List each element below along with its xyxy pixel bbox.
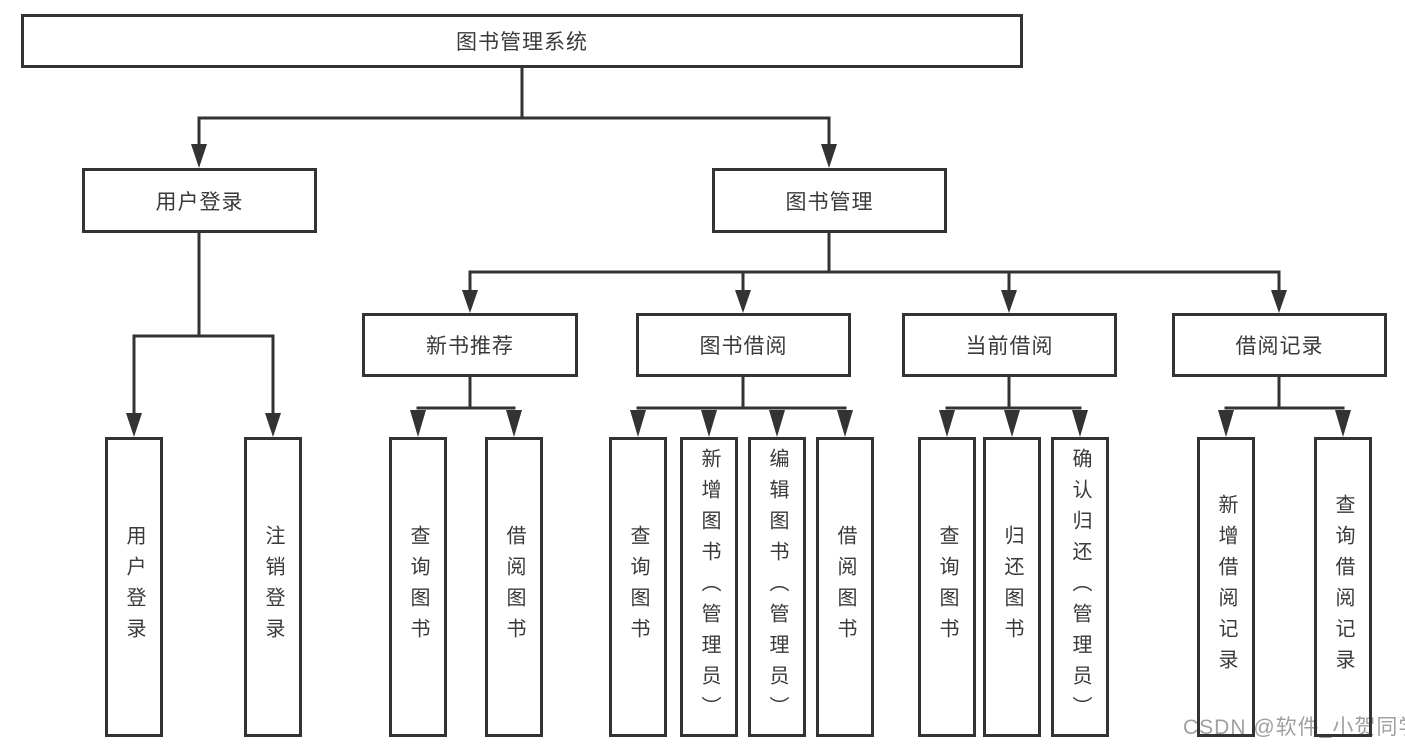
arrow-down-icon <box>191 144 207 168</box>
arrow-down-icon <box>462 290 478 313</box>
node-book-management: 图书管理 <box>712 168 947 233</box>
arrow-down-icon <box>126 413 142 437</box>
arrow-down-icon <box>410 410 426 437</box>
leaf-current-confirm-return-admin-label: 确认归还（管理员） <box>1069 447 1091 727</box>
arrow-down-icon <box>630 410 646 437</box>
node-new-book-recommend: 新书推荐 <box>362 313 578 377</box>
node-current-borrow-label: 当前借阅 <box>965 335 1054 358</box>
leaf-current-return-books: 归还图书 <box>983 437 1041 737</box>
node-borrow-record: 借阅记录 <box>1172 313 1387 377</box>
arrow-down-icon <box>1271 290 1287 313</box>
arrow-down-icon <box>701 410 717 437</box>
leaf-record-query-borrow-record: 查询借阅记录 <box>1314 437 1372 737</box>
node-book-management-label: 图书管理 <box>785 190 874 214</box>
leaf-newbook-query-books-label: 查询图书 <box>407 525 429 649</box>
arrow-down-icon <box>769 410 785 437</box>
leaf-current-confirm-return-admin: 确认归还（管理员） <box>1051 437 1109 737</box>
leaf-current-query-books: 查询图书 <box>918 437 976 737</box>
leaf-borrow-borrow-books: 借阅图书 <box>816 437 874 737</box>
arrow-down-icon <box>1004 410 1020 437</box>
leaf-borrow-add-books-admin-label: 新增图书（管理员） <box>698 447 720 727</box>
leaf-borrow-borrow-books-label: 借阅图书 <box>834 525 856 649</box>
arrow-down-icon <box>1001 290 1017 313</box>
arrow-down-icon <box>1072 410 1088 437</box>
node-user-login: 用户登录 <box>82 168 317 233</box>
leaf-record-query-borrow-record-label: 查询借阅记录 <box>1332 494 1354 680</box>
leaf-borrow-edit-books-admin: 编辑图书（管理员） <box>748 437 806 737</box>
arrow-down-icon <box>837 410 853 437</box>
leaf-logout: 注销登录 <box>244 437 302 737</box>
arrow-down-icon <box>821 144 837 168</box>
leaf-logout-label: 注销登录 <box>262 525 284 649</box>
leaf-newbook-borrow-books: 借阅图书 <box>485 437 543 737</box>
leaf-user-login: 用户登录 <box>105 437 163 737</box>
node-root: 图书管理系统 <box>21 14 1023 68</box>
node-new-book-recommend-label: 新书推荐 <box>426 335 514 358</box>
arrow-down-icon <box>1335 410 1351 437</box>
arrow-down-icon <box>265 413 281 437</box>
leaf-borrow-edit-books-admin-label: 编辑图书（管理员） <box>766 447 788 727</box>
leaf-borrow-query-books-label: 查询图书 <box>627 525 649 649</box>
node-current-borrow: 当前借阅 <box>902 313 1117 377</box>
arrow-down-icon <box>1218 410 1234 437</box>
leaf-current-query-books-label: 查询图书 <box>936 525 958 649</box>
arrow-down-icon <box>735 290 751 313</box>
node-borrow-record-label: 借阅记录 <box>1235 335 1324 358</box>
leaf-borrow-query-books: 查询图书 <box>609 437 667 737</box>
leaf-record-add-borrow-record: 新增借阅记录 <box>1197 437 1255 737</box>
watermark: CSDN @软件_小贺同学 <box>1183 716 1405 739</box>
arrow-down-icon <box>506 410 522 437</box>
leaf-current-return-books-label: 归还图书 <box>1001 525 1023 649</box>
leaf-newbook-borrow-books-label: 借阅图书 <box>503 525 525 649</box>
leaf-borrow-add-books-admin: 新增图书（管理员） <box>680 437 738 737</box>
leaf-newbook-query-books: 查询图书 <box>389 437 447 737</box>
node-root-label: 图书管理系统 <box>456 31 588 54</box>
node-user-login-label: 用户登录 <box>155 190 244 214</box>
leaf-record-add-borrow-record-label: 新增借阅记录 <box>1215 494 1237 680</box>
leaf-user-login-label: 用户登录 <box>123 525 145 649</box>
arrow-down-icon <box>939 410 955 437</box>
node-book-borrow-label: 图书借阅 <box>699 335 788 358</box>
node-book-borrow: 图书借阅 <box>636 313 851 377</box>
